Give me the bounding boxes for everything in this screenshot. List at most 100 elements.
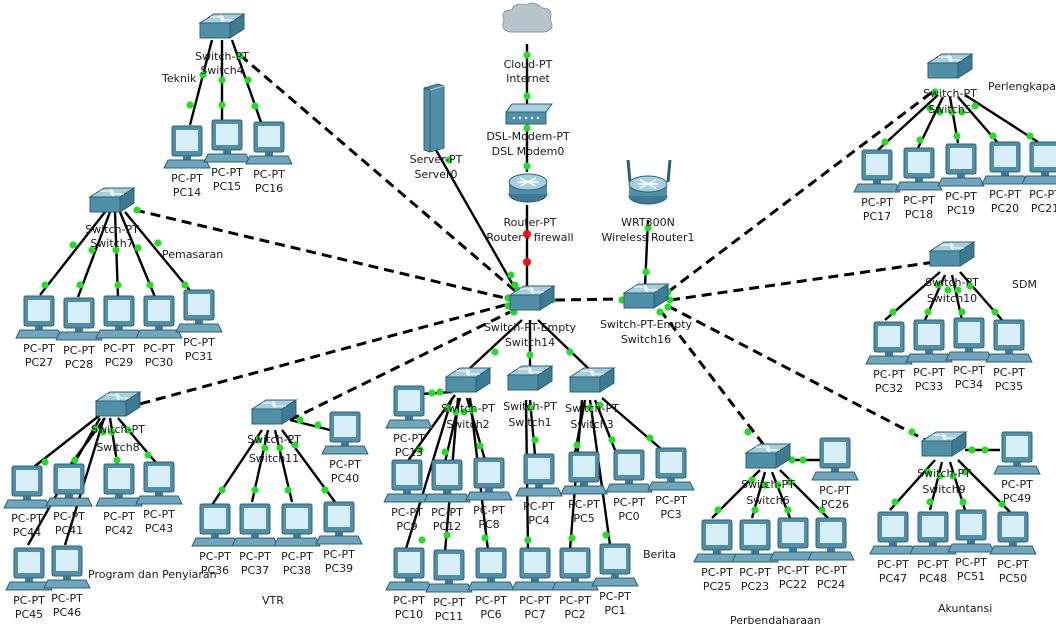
core-switch14[interactable]: Switch-PT-Empty Switch14 <box>484 285 577 349</box>
pc-icon <box>135 461 183 505</box>
cloud-internet[interactable]: Cloud-PT Internet <box>502 2 553 85</box>
area-label: Program dan Penyiaran <box>88 568 217 581</box>
pc-name-label: PC44 <box>13 526 41 539</box>
wireless-router1[interactable]: WRT300N Wireless Router1 <box>602 159 695 244</box>
pc-name-label: PC30 <box>145 356 173 369</box>
switch-node[interactable]: Switch-PT Switch7 <box>85 187 139 250</box>
switch-node[interactable]: Switch-PT Switch8 <box>91 391 145 454</box>
pc-node[interactable]: PC-PTPC21 <box>1021 141 1056 215</box>
pc-type-label: PC-PT <box>523 500 555 513</box>
pc-type-label: PC-PT <box>143 508 175 521</box>
switch-node[interactable]: Switch-PT Switch2 <box>441 367 495 431</box>
switch-node[interactable]: Switch-PT Switch3 <box>565 367 619 431</box>
pc-name-label: PC20 <box>991 202 1019 215</box>
pc-type-label: PC-PT <box>183 336 215 349</box>
area-label: Teknik <box>161 72 197 85</box>
router-firewall[interactable]: Router-PT Router - firewall <box>486 173 574 244</box>
switch-node[interactable]: Switch-PT Switch5 <box>923 53 977 116</box>
pc-icon <box>515 453 563 497</box>
pc-name-label: PC37 <box>241 564 269 577</box>
switch-node[interactable]: Switch-PT Switch6 <box>741 443 795 507</box>
dsl-modem[interactable]: DSL-Modem-PT DSL Modem0 <box>486 103 570 158</box>
switch-node[interactable]: Switch-PT Switch4 <box>195 13 249 77</box>
server0[interactable]: Server-PT Server0 <box>410 83 463 181</box>
pc-type-label: PC-PT <box>953 364 985 377</box>
core-switch16[interactable]: Switch-PT-Empty Switch16 <box>600 283 693 346</box>
switch-node[interactable]: Switch-PT Switch1 <box>503 365 557 429</box>
pc-layer: PC-PTPC14PC-PTPC15PC-PTPC16PC-PTPC27PC-P… <box>3 119 1056 623</box>
switch-type-label: Switch-PT <box>195 50 249 63</box>
pc-type-label: PC-PT <box>329 458 361 471</box>
pc-icon <box>947 509 995 553</box>
switch-node[interactable]: Switch-PT Switch11 <box>247 399 301 465</box>
trunk-switch11 <box>289 310 511 422</box>
area-labels: Teknik Pemasaran Program dan Penyiaran V… <box>88 72 1056 627</box>
pc-name-label: PC25 <box>703 580 731 593</box>
pc-name-label: PC8 <box>478 518 499 531</box>
pc-type-label: PC-PT <box>861 196 893 209</box>
pc-type-label: PC-PT <box>475 594 507 607</box>
pc-icon <box>43 545 91 589</box>
switch-node[interactable]: Switch-PT Switch10 <box>925 241 979 305</box>
switch-name-label: Switch8 <box>96 441 139 454</box>
pc-type-label: PC-PT <box>917 558 949 571</box>
pc-type-label: PC-PT <box>819 484 851 497</box>
pc-icon <box>937 143 985 187</box>
pc-type-label: PC-PT <box>431 506 463 519</box>
switch-node[interactable]: Switch-PT Switch9 <box>917 431 971 496</box>
switch-name-label: Switch5 <box>928 103 971 116</box>
